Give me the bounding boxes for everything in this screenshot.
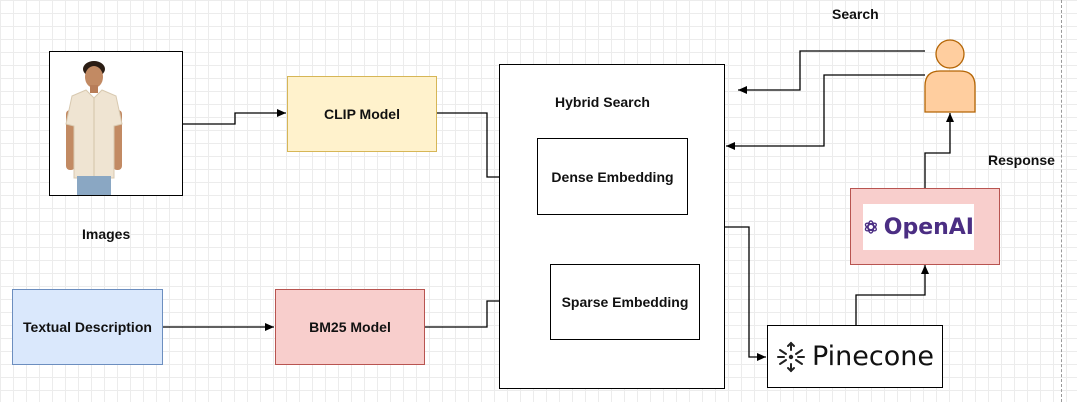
edge-pinecone-to-openai (855, 265, 929, 325)
textual-description-node[interactable]: Textual Description (12, 289, 163, 365)
dense-embedding-node[interactable]: Dense Embedding (537, 138, 688, 215)
edge-hybrid-to-pinecone (725, 226, 766, 361)
user-icon[interactable] (921, 38, 979, 114)
response-label: Response (988, 152, 1055, 168)
page-boundary (1061, 0, 1062, 402)
search-label: Search (832, 6, 879, 22)
openai-logo-icon (864, 220, 877, 234)
images-label: Images (82, 226, 131, 242)
clip-model-label: CLIP Model (324, 106, 400, 122)
sparse-embedding-label: Sparse Embedding (561, 294, 689, 310)
bm25-model-node[interactable]: BM25 Model (275, 289, 425, 365)
hybrid-search-container[interactable] (499, 64, 725, 389)
product-image-frame (49, 51, 183, 196)
openai-logo-block: OpenAI (863, 204, 974, 250)
sparse-embedding-node[interactable]: Sparse Embedding (550, 264, 700, 340)
openai-label: OpenAI (883, 214, 974, 240)
dense-embedding-label: Dense Embedding (551, 168, 674, 185)
pinecone-logo-icon (776, 341, 805, 372)
pinecone-label: Pinecone (811, 341, 934, 372)
edge-image-to-clip (183, 109, 286, 125)
hybrid-search-title: Hybrid Search (555, 94, 650, 110)
shirt-model-photo (50, 52, 182, 195)
pinecone-node[interactable]: Pinecone (767, 325, 943, 388)
edge-openai-to-user (924, 113, 954, 188)
textual-description-label: Textual Description (23, 319, 152, 335)
bm25-model-label: BM25 Model (309, 319, 391, 335)
edge-search-upper (738, 50, 925, 94)
clip-model-node[interactable]: CLIP Model (287, 76, 437, 152)
edge-search-lower (726, 74, 925, 150)
